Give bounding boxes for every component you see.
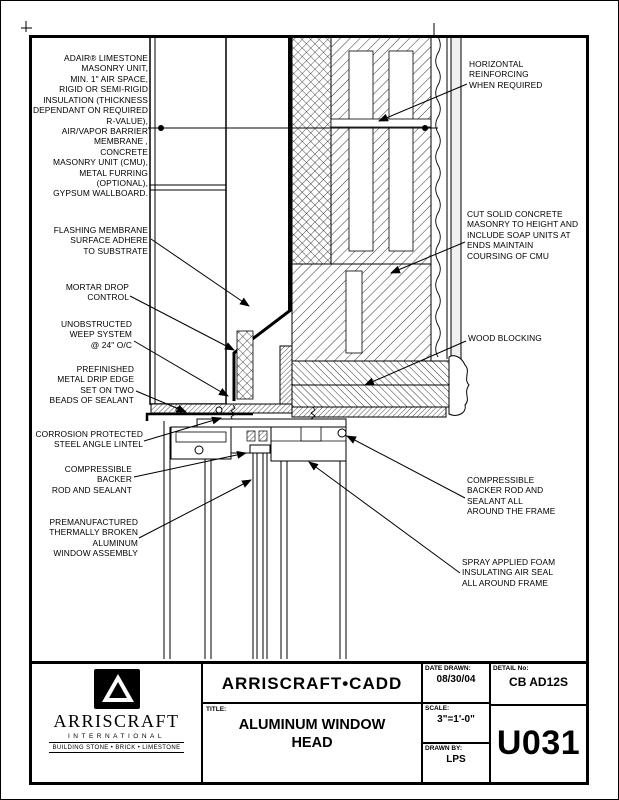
detail-number: U031 xyxy=(496,724,581,762)
callout-metal-drip-edge: PREFINISHED METAL DRIP EDGE SET ON TWO B… xyxy=(49,364,134,406)
logo: ARRISCRAFT INTERNATIONAL BUILDING STONE … xyxy=(32,664,201,782)
date-drawn-field: DATE DRAWN: 08/30/04 xyxy=(423,664,489,704)
callout-weep-system: UNOBSTRUCTED WEEP SYSTEM @ 24" O/C xyxy=(61,319,132,350)
arriscraft-logo-icon xyxy=(93,669,140,709)
detail-no-cell: DETAIL No: CB AD12S U031 xyxy=(489,664,586,782)
drawn-by-field: DRAWN BY: LPS xyxy=(423,744,489,782)
callout-flashing-membrane: FLASHING MEMBRANE SURFACE ADHERE TO SUBS… xyxy=(53,225,148,256)
callout-steel-angle-lintel: CORROSION PROTECTED STEEL ANGLE LINTEL xyxy=(35,429,143,450)
scale-value: 3"=1'-0" xyxy=(437,714,475,725)
callout-spray-foam-seal: SPRAY APPLIED FOAM INSULATING AIR SEAL A… xyxy=(462,557,556,588)
callout-cut-solid-masonry: CUT SOLID CONCRETE MASONRY TO HEIGHT AND… xyxy=(467,209,579,261)
scale-field: SCALE: 3"=1'-0" xyxy=(423,704,489,744)
drawing-title: ALUMINUM WINDOW HEAD xyxy=(238,717,386,752)
callout-mortar-drop-control: MORTAR DROP CONTROL xyxy=(65,282,129,303)
callout-horizontal-reinforcing: HORIZONTAL REINFORCING WHEN REQUIRED xyxy=(469,59,543,90)
leader-lines xyxy=(129,83,468,574)
date-drawn-label: DATE DRAWN: xyxy=(425,665,471,672)
logo-name: ARRISCRAFT xyxy=(53,711,180,731)
scale-label: SCALE: xyxy=(425,705,450,712)
lintel-assembly xyxy=(145,345,447,423)
detail-no-label: DETAIL No: xyxy=(493,665,529,672)
detail-code: CB AD12S xyxy=(509,675,568,689)
window-frame xyxy=(163,418,347,659)
title-cell: TITLE: ALUMINUM WINDOW HEAD xyxy=(203,704,421,782)
wall-section xyxy=(149,35,470,416)
callout-wall-assembly: ADAIR® LIMESTONE MASONRY UNIT, MIN. 1" A… xyxy=(32,53,148,199)
cadd-brand: ARRISCRAFT•CADD xyxy=(203,664,421,704)
date-drawn-value: 08/30/04 xyxy=(436,674,476,685)
callout-wood-blocking: WOOD BLOCKING xyxy=(468,333,542,343)
title-block: ARRISCRAFT INTERNATIONAL BUILDING STONE … xyxy=(32,661,586,782)
title-cell-group: ARRISCRAFT•CADD TITLE: ALUMINUM WINDOW H… xyxy=(201,664,421,782)
callout-backer-rod-sealant-right: COMPRESSIBLE BACKER ROD AND SEALANT ALL … xyxy=(467,475,556,517)
registration-marks xyxy=(21,21,435,35)
callout-backer-rod-sealant-left: COMPRESSIBLE BACKER ROD AND SEALANT xyxy=(51,464,132,495)
drawn-by-label: DRAWN BY: xyxy=(425,745,463,752)
cavity-items xyxy=(232,307,293,401)
detail-no-field: DETAIL No: CB AD12S xyxy=(491,664,586,706)
logo-tagline: BUILDING STONE • BRICK • LIMESTONE xyxy=(48,742,185,753)
callout-window-assembly: PREMANUFACTURED THERMALLY BROKEN ALUMINU… xyxy=(49,517,138,559)
logo-subtitle: INTERNATIONAL xyxy=(67,733,166,740)
title-label: TITLE: xyxy=(206,706,227,713)
meta-cell: DATE DRAWN: 08/30/04 SCALE: 3"=1'-0" DRA… xyxy=(421,664,489,782)
drawn-by-value: LPS xyxy=(446,754,466,765)
